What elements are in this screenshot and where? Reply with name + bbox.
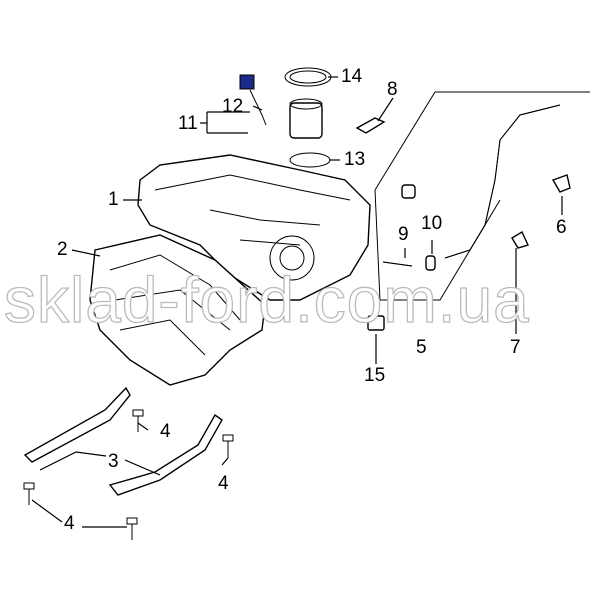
seal-ring (289, 152, 331, 168)
grommet (401, 184, 416, 199)
bolt-icon (126, 517, 138, 540)
callout-7: 7 (510, 337, 521, 358)
callout-15: 15 (364, 365, 386, 386)
callout-4c: 4 (64, 513, 75, 534)
callout-4b: 4 (218, 473, 229, 494)
clip (551, 174, 571, 193)
callout-4a: 4 (160, 421, 171, 442)
callout-11: 11 (178, 113, 198, 134)
callout-5: 5 (416, 337, 427, 358)
callout-13: 13 (344, 149, 366, 170)
callout-3: 3 (108, 451, 119, 472)
clamp (425, 255, 436, 271)
callout-9: 9 (398, 224, 409, 245)
callout-14: 14 (341, 66, 363, 87)
heat-shield (89, 234, 266, 386)
bolt-icon (23, 482, 35, 505)
fuel-pump (289, 102, 323, 139)
fuel-tank (137, 154, 371, 301)
callout-8: 8 (387, 79, 398, 100)
callout-10: 10 (421, 213, 443, 234)
bolt-icon (222, 434, 234, 458)
callout-6: 6 (556, 217, 567, 238)
watermark: sklad-ford.com.ua (3, 264, 530, 336)
valve (367, 315, 385, 331)
callout-2: 2 (57, 239, 68, 260)
strap-left (23, 386, 131, 463)
strap-right (108, 413, 223, 496)
pump-opening (269, 235, 315, 281)
level-sender (239, 74, 255, 90)
filler-pipe (444, 104, 561, 259)
bolt-icon (132, 409, 144, 432)
bracket-boundary (374, 91, 590, 301)
callout-12: 12 (222, 96, 244, 117)
tether (355, 117, 386, 134)
callout-1: 1 (108, 189, 119, 210)
retainer (511, 230, 529, 249)
